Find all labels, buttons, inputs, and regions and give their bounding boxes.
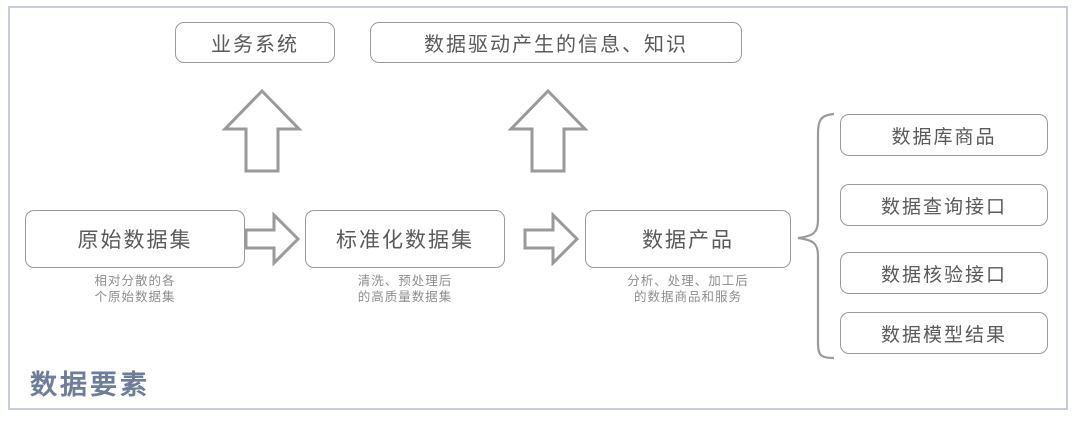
caption-raw-dataset: 相对分散的各 个原始数据集 bbox=[94, 274, 176, 304]
up-arrow-icon-1 bbox=[222, 88, 302, 174]
caption-standardized-dataset: 清洗、预处理后 的高质量数据集 bbox=[357, 274, 453, 304]
box-raw-dataset: 原始数据集 bbox=[25, 210, 245, 268]
curly-brace-icon bbox=[790, 112, 836, 360]
right-arrow-icon-1 bbox=[243, 212, 301, 266]
box-data-query-interface: 数据查询接口 bbox=[840, 184, 1048, 226]
section-title: 数据要素 bbox=[30, 370, 150, 400]
box-standardized-dataset: 标准化数据集 bbox=[305, 210, 505, 268]
box-data-product: 数据产品 bbox=[585, 210, 791, 268]
right-arrow-icon-2 bbox=[522, 212, 580, 266]
caption-data-product: 分析、处理、加工后 的数据商品和服务 bbox=[627, 274, 749, 304]
box-data-driven-information: 数据驱动产生的信息、知识 bbox=[370, 22, 742, 63]
box-data-model-result: 数据模型结果 bbox=[840, 312, 1048, 354]
box-database-commodity: 数据库商品 bbox=[840, 114, 1048, 156]
up-arrow-icon-2 bbox=[508, 88, 588, 174]
box-data-verification-interface: 数据核验接口 bbox=[840, 252, 1048, 294]
box-business-system: 业务系统 bbox=[175, 22, 335, 63]
